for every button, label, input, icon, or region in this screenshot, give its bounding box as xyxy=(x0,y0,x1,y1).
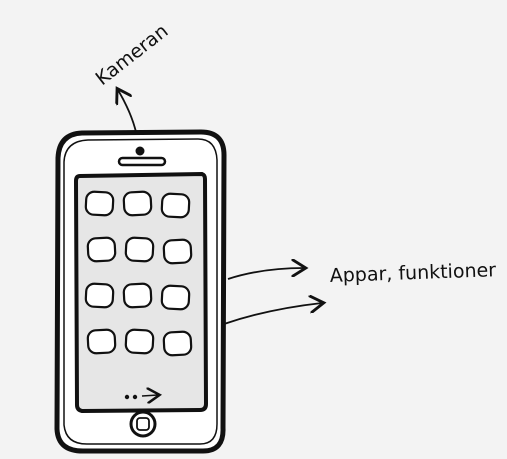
apps-arrow-upper xyxy=(227,268,304,280)
home-button-square xyxy=(136,417,150,431)
camera-label: Kameran xyxy=(92,20,173,90)
app-icon xyxy=(124,236,155,263)
app-icon xyxy=(86,328,117,355)
app-icon xyxy=(86,236,117,263)
app-icon xyxy=(122,190,153,217)
page-dot xyxy=(132,394,138,400)
app-icon xyxy=(124,328,155,355)
app-icon xyxy=(160,192,191,219)
app-icon xyxy=(84,190,115,217)
camera-dot xyxy=(135,146,145,156)
app-icon xyxy=(122,282,153,309)
home-button xyxy=(129,410,157,438)
page-dot xyxy=(124,394,130,400)
apps-label: Appar, funktioner xyxy=(329,259,496,287)
app-icon xyxy=(84,282,115,309)
app-icon xyxy=(160,284,191,311)
camera-arrow xyxy=(118,90,137,133)
apps-arrow-lower xyxy=(223,303,322,325)
swipe-arrow xyxy=(141,395,158,396)
app-icon xyxy=(162,238,193,265)
speaker-slot xyxy=(117,156,167,167)
app-icon-grid xyxy=(84,190,193,357)
phone-body-inner-line xyxy=(63,138,218,445)
app-icon xyxy=(162,330,193,357)
